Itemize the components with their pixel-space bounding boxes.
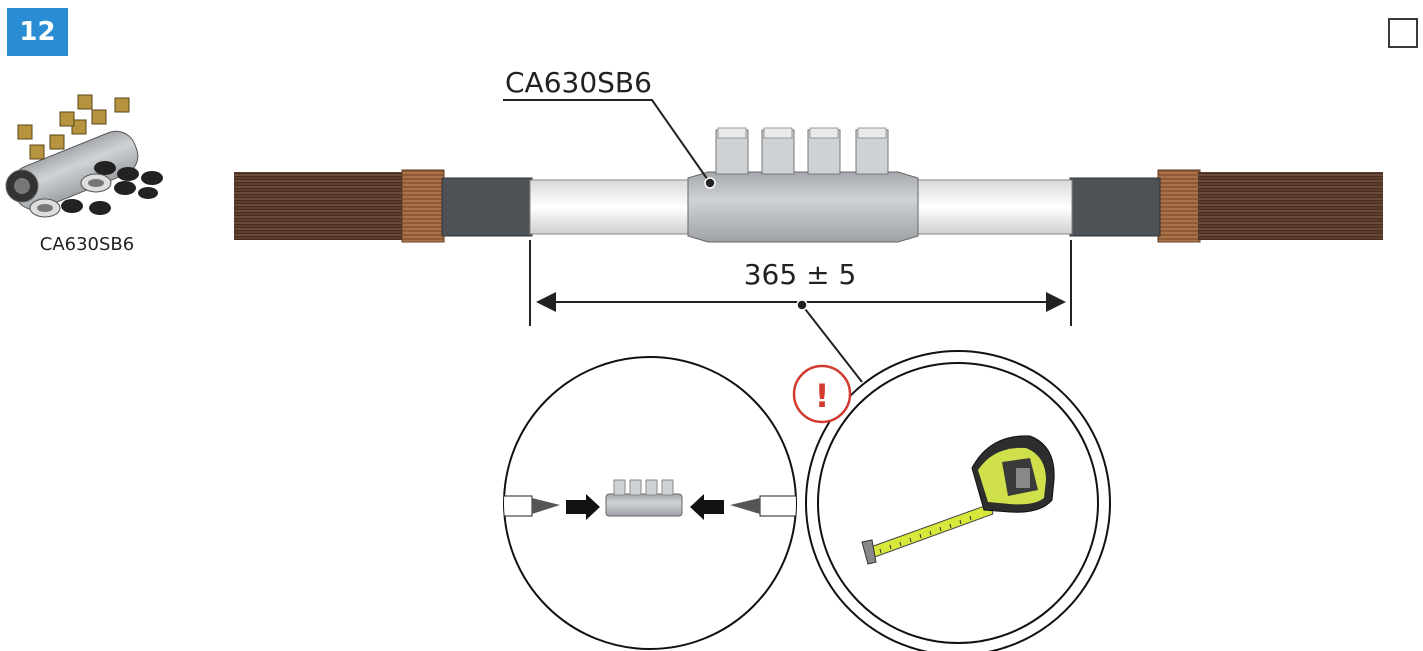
step-number-badge: 12: [7, 8, 68, 56]
left-conductor-strands: [234, 172, 404, 240]
assembly-detail-circle: [503, 356, 797, 650]
cable-assembly: [234, 127, 1383, 243]
completion-checkbox[interactable]: [1388, 18, 1418, 48]
tape-measure-icon: [861, 435, 1055, 565]
left-copper-ferrule: [401, 169, 445, 243]
right-inner-insulation: [913, 179, 1073, 235]
connector-icon: [687, 127, 919, 243]
left-outer-insulation: [441, 177, 533, 237]
dimension-label: 365 ± 5: [743, 258, 857, 291]
product-label: CA630SB6: [39, 234, 135, 255]
warning-symbol: !: [815, 377, 830, 415]
right-outer-insulation: [1069, 177, 1161, 237]
measure-detail-circle: [805, 350, 1111, 651]
part-leader-line: [503, 99, 716, 189]
right-conductor-strands: [1198, 172, 1383, 240]
product-kit-icon: [5, 94, 163, 218]
right-copper-ferrule: [1157, 169, 1201, 243]
connector-part-label: CA630SB6: [505, 66, 652, 99]
push-arrow-icon: [566, 494, 724, 520]
left-inner-insulation: [529, 179, 691, 235]
warning-icon: [792, 364, 852, 424]
dimension-lines: [529, 240, 1072, 383]
